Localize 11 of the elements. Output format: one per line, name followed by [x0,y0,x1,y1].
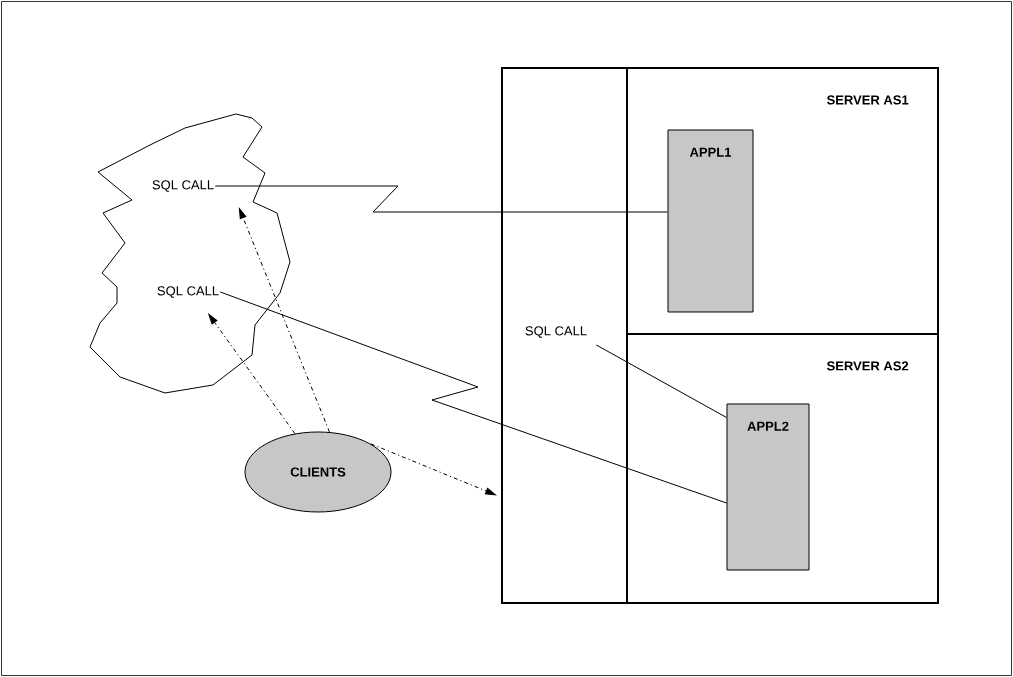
connector-line [595,344,727,418]
sql-call-text: SQL CALL [157,286,219,298]
application-box: APPL1 [667,129,754,313]
application-box: APPL2 [726,403,810,571]
arrow [370,443,496,496]
arrow [238,208,330,433]
connector-line [214,185,668,213]
sql-call-text: SQL CALL [525,326,587,338]
sql-call-text: SQL CALL [152,180,214,192]
arrow [208,313,296,435]
connector-line [219,291,727,504]
